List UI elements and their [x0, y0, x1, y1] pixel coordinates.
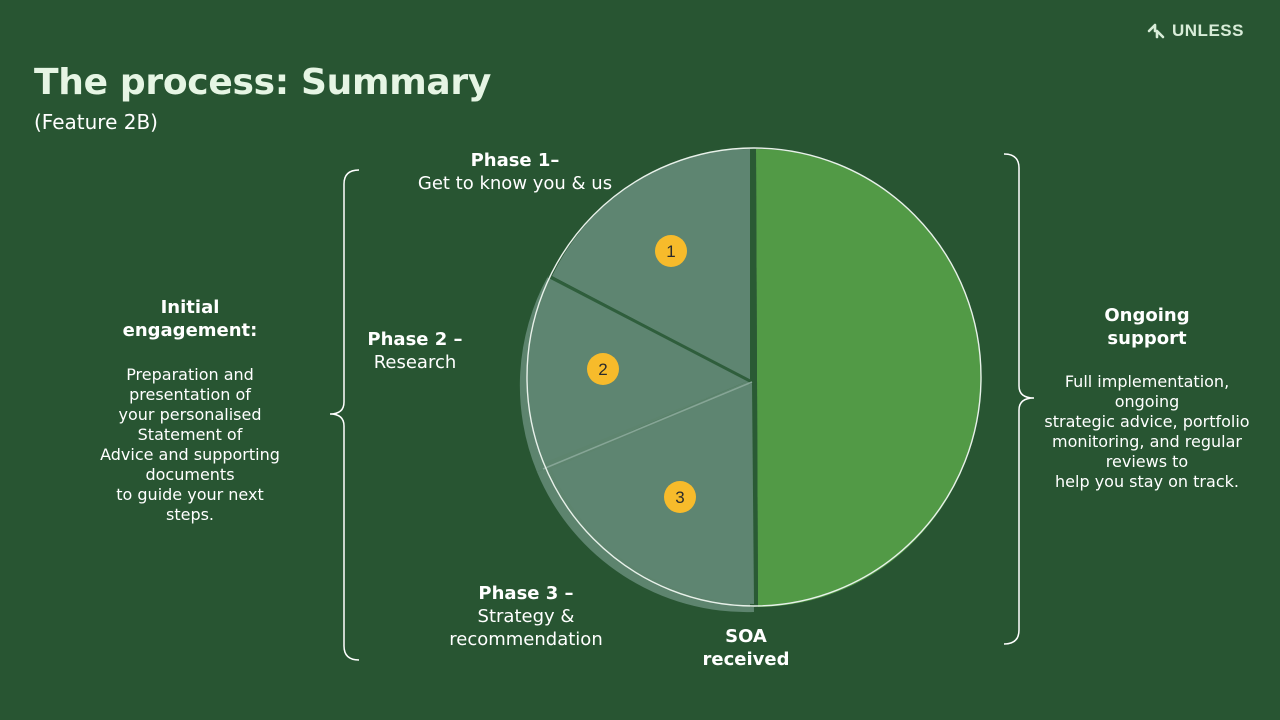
phase-1-desc: Get to know you & us — [417, 173, 613, 194]
ongoing-support-body: Full implementation, ongoing strategic a… — [1036, 372, 1258, 492]
phase-1-title: Phase 1– — [470, 150, 560, 171]
phase-1-marker — [655, 235, 687, 267]
soa-received-label: SOA received — [686, 625, 806, 671]
phase-3-desc-line-1: Strategy & — [477, 606, 575, 627]
phase-1-number: 1 — [666, 242, 675, 261]
left-brace — [329, 169, 360, 661]
initial-engagement-line: Preparation and — [126, 365, 254, 384]
pie-slice-phase-2 — [526, 278, 750, 464]
pie-slice-phase-3 — [551, 383, 754, 604]
logo-text: UNLESS — [1172, 21, 1244, 40]
divider-line-2-3 — [542, 381, 753, 470]
divider-line-1-2 — [547, 274, 751, 383]
ongoing-support-line: Full implementation, — [1064, 372, 1230, 391]
ongoing-support-heading-line-1: Ongoing — [1104, 305, 1190, 326]
pie-outline — [526, 147, 982, 607]
soa-line-2: received — [702, 649, 790, 670]
phase-2-desc: Research — [373, 352, 457, 373]
ongoing-support-heading: Ongoing support — [1036, 304, 1258, 350]
ongoing-support-line: ongoing — [1114, 392, 1180, 411]
ongoing-support-line: reviews to — [1105, 452, 1189, 471]
ongoing-support-heading-line-2: support — [1107, 328, 1187, 349]
ongoing-support-line: strategic advice, portfolio — [1044, 412, 1250, 431]
soa-line-1: SOA — [725, 626, 767, 647]
ongoing-support-line: monitoring, and regular — [1052, 432, 1242, 451]
pie-slice-phase-1 — [552, 149, 750, 380]
phase-3-label: Phase 3 – Strategy & recommendation — [426, 582, 626, 651]
initial-engagement-heading-line-1: Initial — [160, 297, 220, 318]
phase-2-number: 2 — [598, 360, 607, 379]
initial-engagement-heading-line-2: engagement: — [122, 320, 258, 341]
initial-engagement-heading: Initial engagement: — [80, 296, 300, 342]
phase-3-desc-line-2: recommendation — [449, 629, 603, 650]
ongoing-support-block: Ongoing support Full implementation, ong… — [1036, 304, 1258, 492]
phase-3-marker — [664, 481, 696, 513]
phase-2-label: Phase 2 – Research — [345, 328, 485, 374]
pie-slice-ongoing — [756, 148, 982, 607]
initial-engagement-line: documents — [145, 465, 235, 484]
page-title: The process: Summary — [34, 62, 492, 103]
phase-3-number: 3 — [675, 488, 684, 507]
page-subtitle: (Feature 2B) — [34, 110, 158, 134]
phase-1-label: Phase 1– Get to know you & us — [395, 149, 635, 195]
initial-engagement-line: Advice and supporting — [100, 445, 280, 464]
initial-engagement-body: Preparation and presentation of your per… — [80, 365, 300, 525]
initial-engagement-block: Initial engagement: Preparation and pres… — [80, 296, 300, 525]
ongoing-support-line: help you stay on track. — [1055, 472, 1239, 491]
unless-logo-icon — [1147, 23, 1165, 39]
phase-2-marker — [587, 353, 619, 385]
phase-2-title: Phase 2 – — [367, 329, 463, 350]
initial-engagement-line: presentation of — [129, 385, 251, 404]
initial-engagement-line: your personalised — [118, 405, 262, 424]
unless-logo: UNLESS — [1146, 18, 1244, 44]
initial-engagement-line: to guide your next — [116, 485, 264, 504]
right-brace — [1003, 153, 1035, 645]
initial-engagement-line: Statement of — [137, 425, 243, 444]
phase-3-title: Phase 3 – — [478, 583, 574, 604]
initial-engagement-line: steps. — [165, 505, 215, 524]
